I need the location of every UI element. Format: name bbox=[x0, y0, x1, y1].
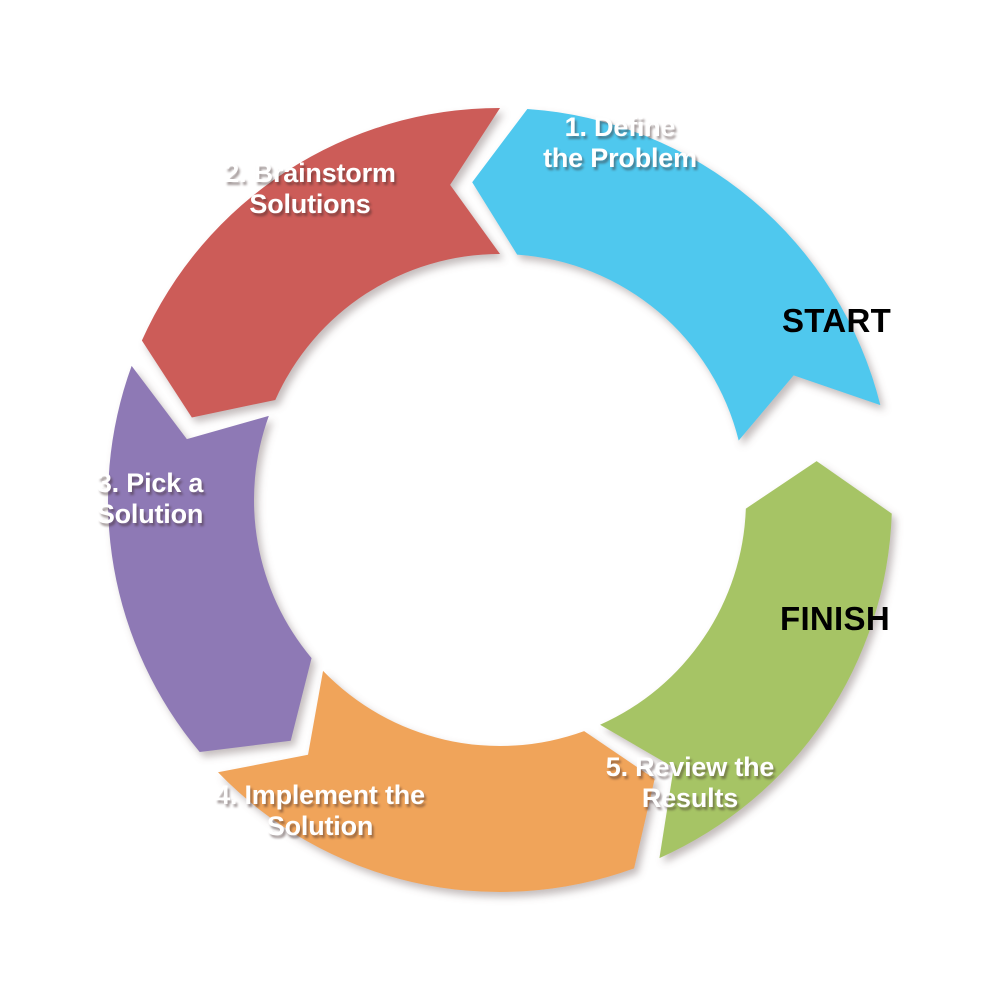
cycle-segment-5[interactable] bbox=[600, 461, 892, 859]
cycle-segment-1[interactable] bbox=[472, 108, 881, 441]
finish-label: FINISH bbox=[780, 600, 890, 637]
cycle-segment-3[interactable] bbox=[108, 365, 312, 752]
cycle-segment-2[interactable] bbox=[141, 108, 500, 418]
cycle-segments bbox=[108, 108, 892, 893]
cycle-segment-4[interactable] bbox=[218, 670, 655, 893]
start-label: START bbox=[782, 302, 892, 339]
